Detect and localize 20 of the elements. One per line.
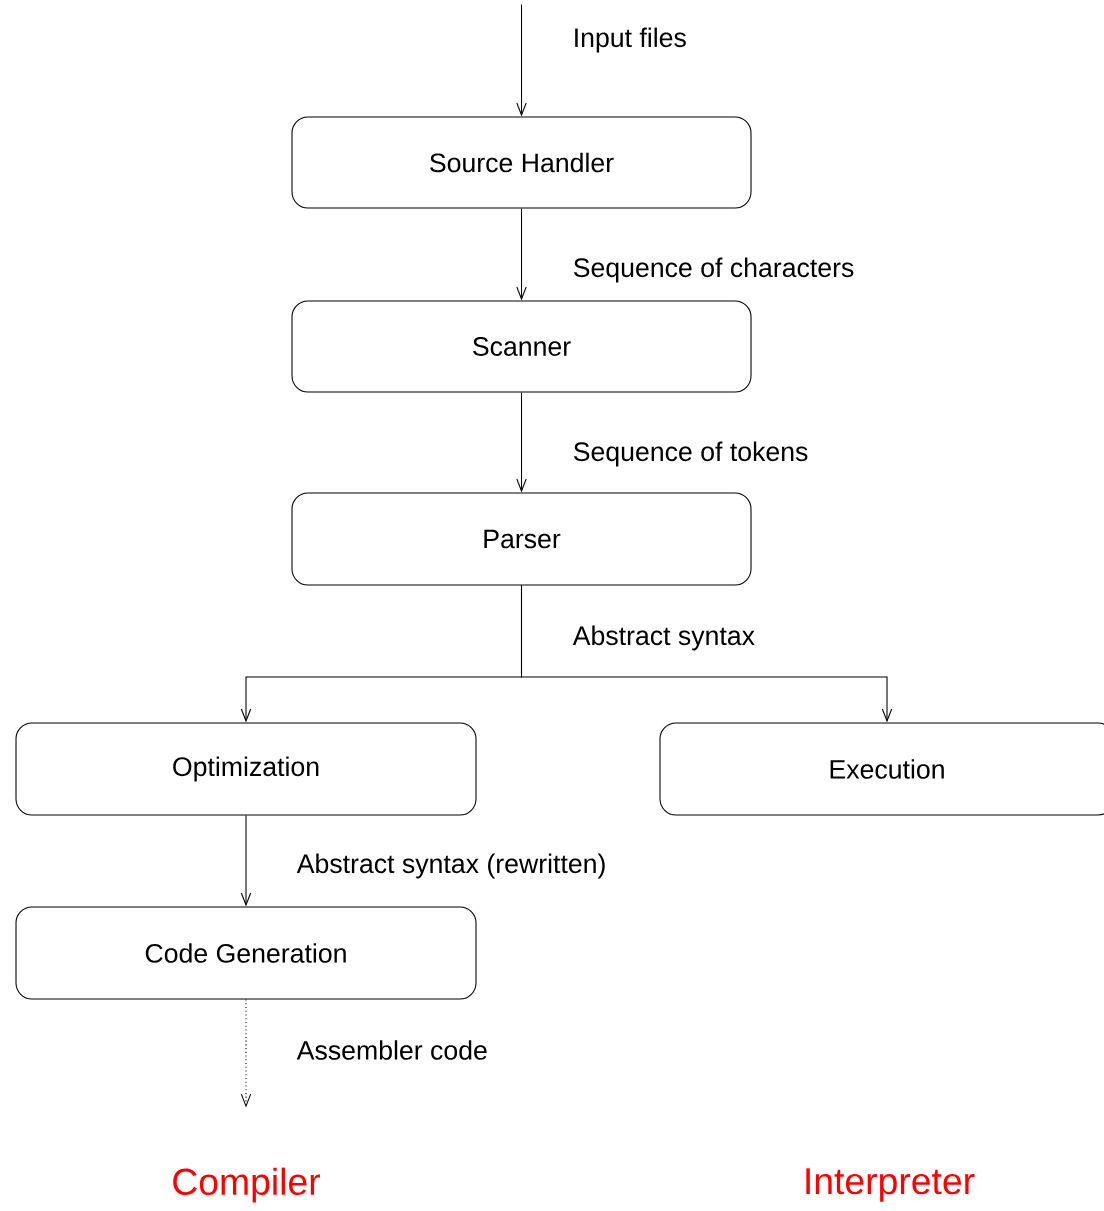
section-label: Interpreter	[806, 1168, 975, 1202]
section-label: Compiler	[173, 1167, 321, 1203]
process-box: Code Generation	[15, 906, 477, 1000]
edge-label: Abstract syntax	[572, 625, 755, 651]
process-box: Source Handler	[291, 116, 752, 209]
edge-label: Abstract syntax (rewritten)	[296, 853, 605, 879]
arrow	[520, 585, 893, 723]
edge-label: Input files	[575, 27, 686, 53]
process-box: Execution	[659, 722, 1104, 816]
process-box: Optimization	[15, 722, 477, 816]
arrow	[240, 999, 252, 1108]
edge-label: Assembler code	[296, 1040, 487, 1060]
arrow	[516, 392, 527, 493]
process-box: Scanner	[291, 300, 752, 393]
arrow	[240, 815, 252, 907]
edge-label: Sequence of tokens	[573, 441, 808, 467]
arrow	[516, 3, 527, 117]
arrow	[516, 208, 527, 301]
process-box: Parser	[291, 492, 752, 586]
edge-label: Sequence of characters	[573, 257, 854, 283]
